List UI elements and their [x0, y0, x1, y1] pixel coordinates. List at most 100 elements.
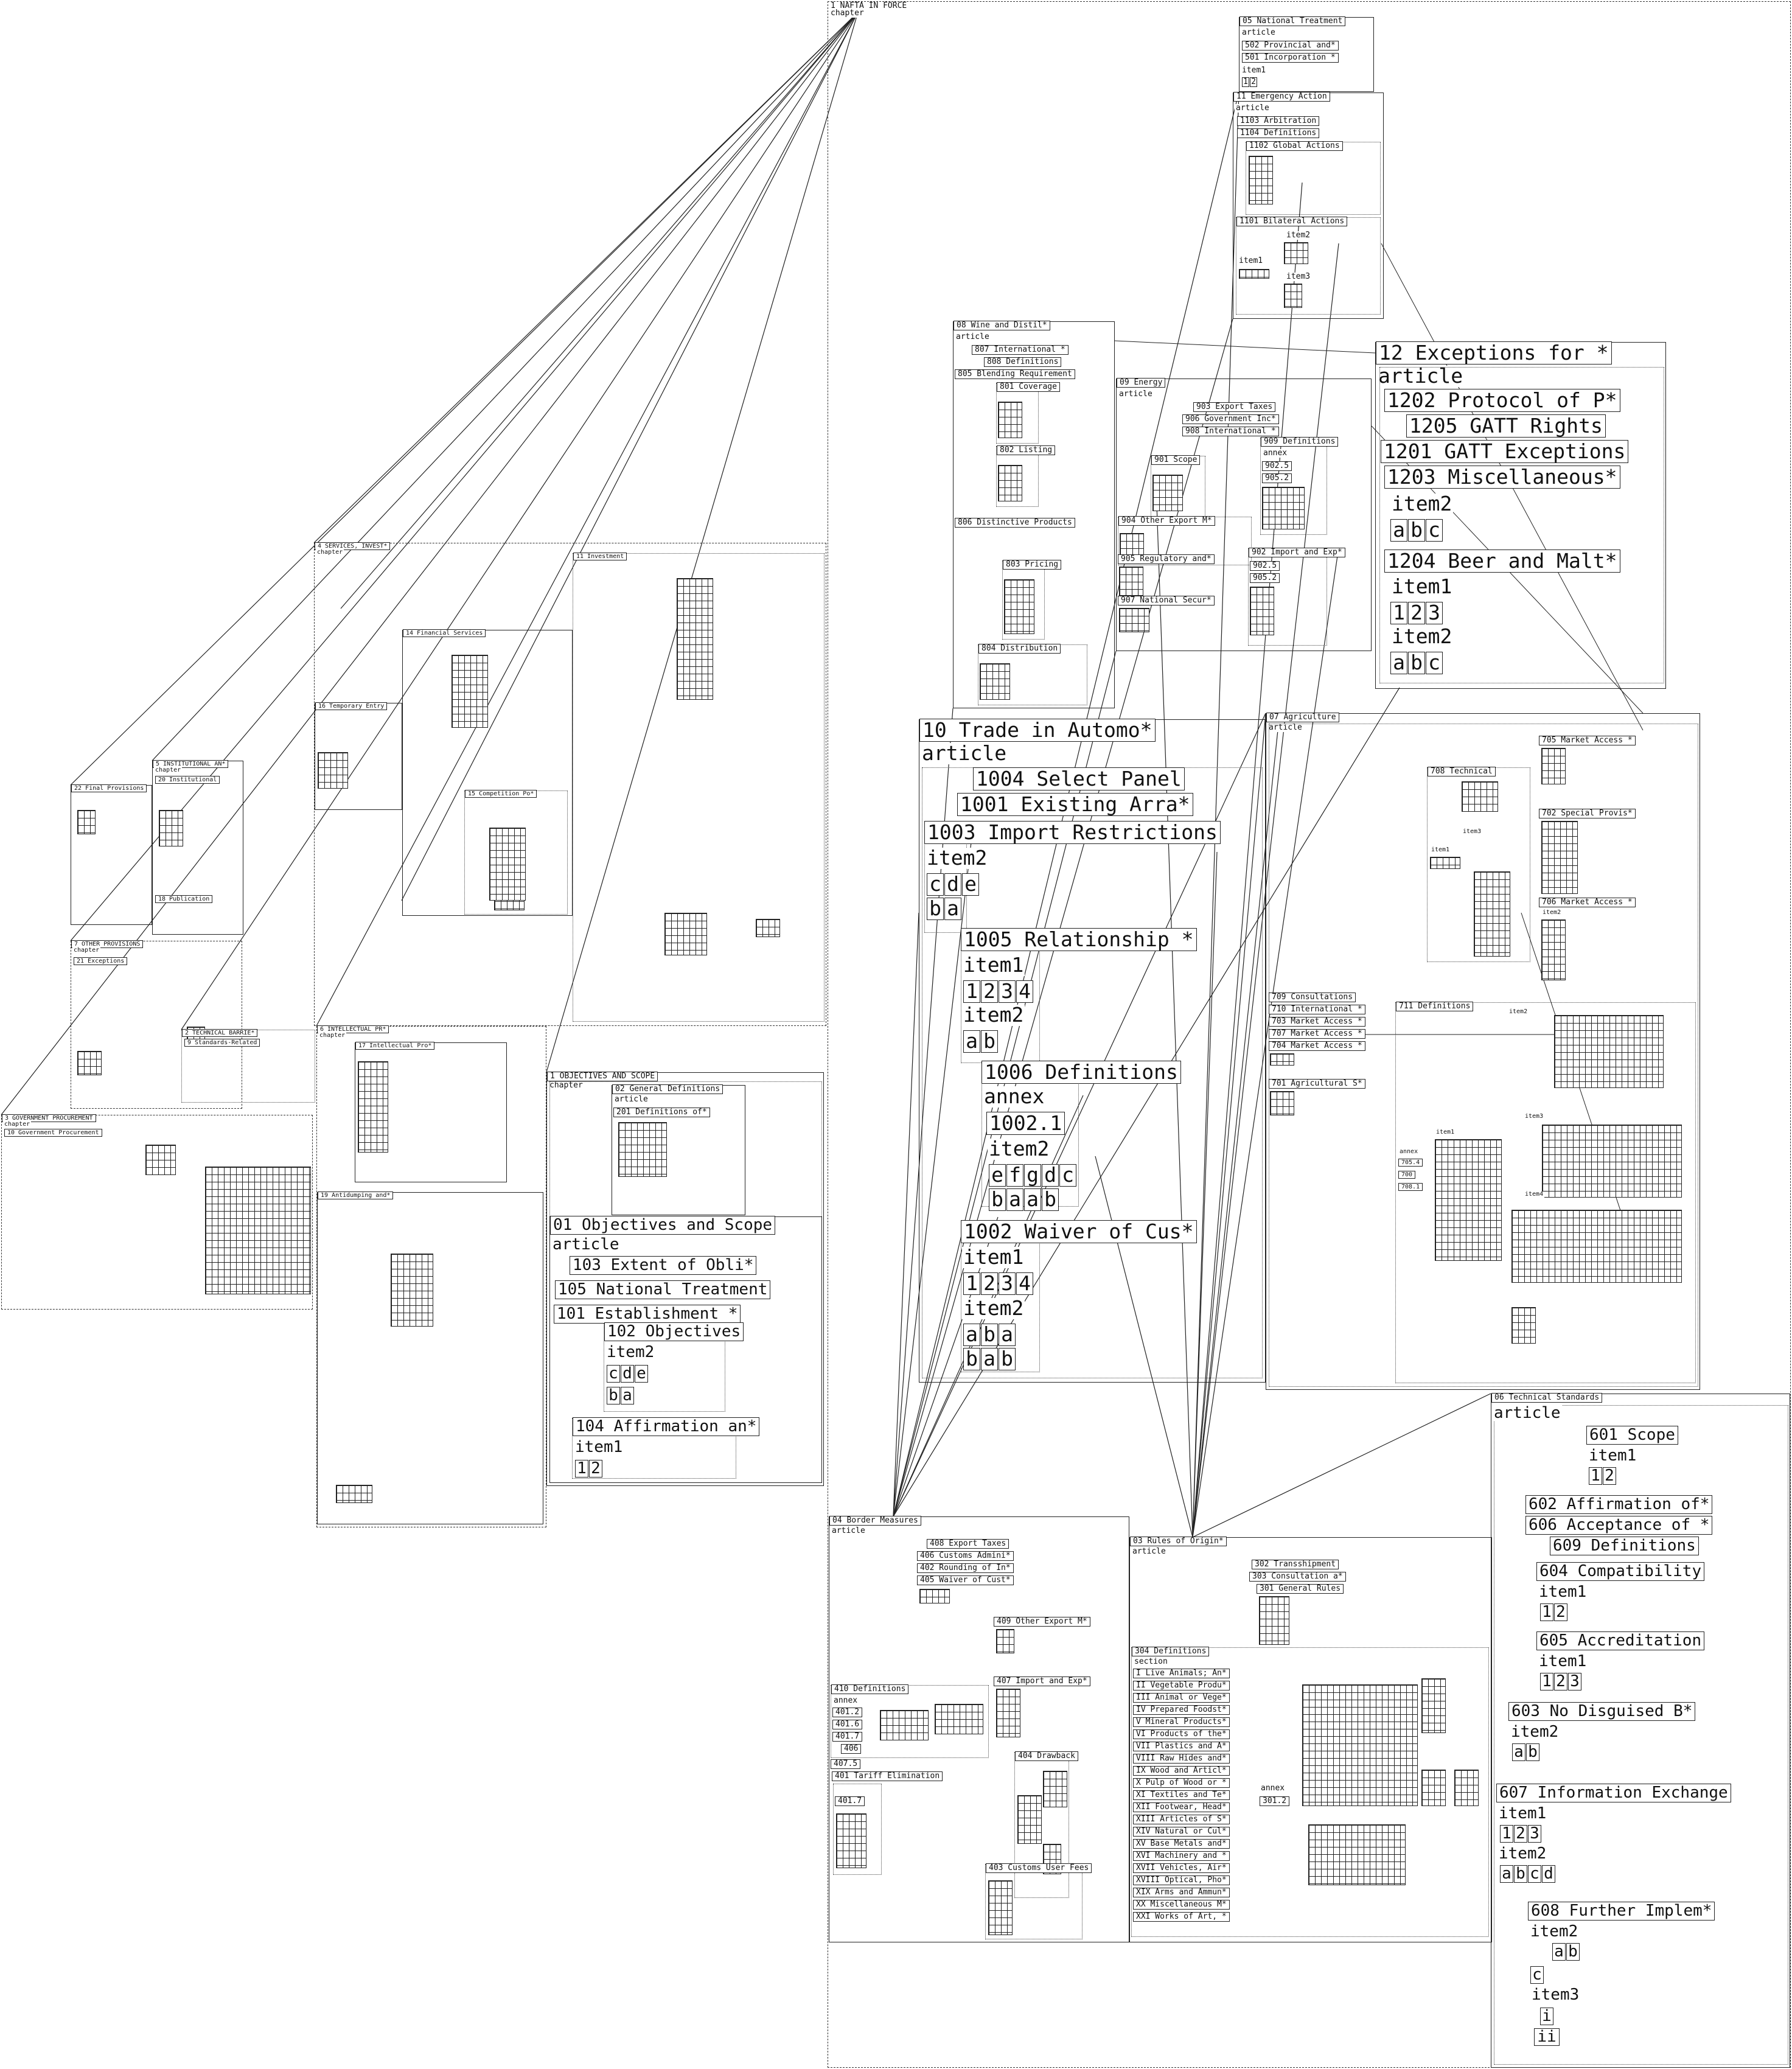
- objectives-scope-title: 01 Objectives and Scope: [550, 1216, 776, 1235]
- rules-section-item: XIII Articles of S*: [1133, 1815, 1230, 1825]
- chapter-automotive: 10 Trade in Automo* article 1004 Select …: [919, 719, 1266, 1383]
- chapter-national-treatment: 05 National Treatment article 502 Provin…: [1239, 16, 1374, 92]
- wine-801-grid: [998, 402, 1022, 438]
- chapter-energy: 09 Energy article 903 Export Taxes 906 G…: [1116, 378, 1372, 651]
- emergency-item1-grid: [1239, 269, 1269, 279]
- rules-304-item3-grid: [1421, 1678, 1446, 1733]
- wine-item-803: 803 Pricing: [1003, 560, 1062, 570]
- emergency-1102-box: 1102 Global Actions: [1246, 141, 1381, 215]
- ipr-title: 6 INTELLECTUAL PR*: [317, 1025, 389, 1033]
- national-treatment-sub: article: [1241, 28, 1277, 37]
- energy-907-grid: [1119, 608, 1149, 632]
- border-410-grid-a: [880, 1710, 929, 1740]
- rules-section-item: IX Wood and Articl*: [1133, 1766, 1230, 1776]
- technical-608-cells-ii: ii: [1534, 2028, 1560, 2046]
- energy-904-grid: [1120, 533, 1144, 557]
- energy-item-908: 908 International *: [1182, 427, 1279, 437]
- general-definitions-box: 02 General Definitions article 201 Defin…: [612, 1084, 745, 1215]
- general-defs-grid: [618, 1122, 667, 1177]
- agri-704-grid: [1270, 1053, 1294, 1066]
- emergency-1102-grid: [1249, 156, 1273, 204]
- border-item-402: 402 Rounding of In*: [917, 1563, 1014, 1574]
- dispute-part-0: 20 Institutional: [155, 776, 220, 784]
- services-part-2-grid-a: [677, 578, 713, 700]
- agri-711-item2-grid: [1554, 1015, 1664, 1088]
- rules-section-item: XVII Vehicles, Air*: [1133, 1863, 1230, 1874]
- emergency-item-1102: 1102 Global Actions: [1246, 141, 1343, 152]
- border-annex-val-1: 401.6: [832, 1720, 863, 1730]
- ipr-part-1-grid-a: [391, 1254, 433, 1327]
- border-410-grid-b: [935, 1704, 983, 1734]
- services-part-investment: 11 Investment: [573, 553, 825, 1022]
- wine-item-805: 805 Blending Requirement: [955, 369, 1075, 380]
- wine-title: 08 Wine and Distil*: [954, 321, 1050, 331]
- chapter-government-procurement: 3 GOVERNMENT PROCUREMENT chapter 10 Gove…: [1, 1114, 313, 1310]
- energy-item-909: 909 Definitions: [1261, 437, 1339, 447]
- rules-item-304: 304 Definitions: [1132, 1647, 1210, 1657]
- services-part-1: 14 Financial Services: [403, 629, 486, 637]
- nt-item-label: item1: [1241, 66, 1267, 75]
- rules-section-item: XIV Natural or Cul*: [1133, 1827, 1230, 1837]
- objectives-104-item1-label: item1: [574, 1438, 624, 1456]
- technical-item-606: 606 Acceptance of *: [1525, 1516, 1713, 1535]
- ipr-part-0-grid: [358, 1061, 388, 1153]
- emergency-item-1101: 1101 Bilateral Actions: [1236, 217, 1348, 227]
- emergency-title: 11 Emergency Action: [1233, 92, 1330, 102]
- border-item-405: 405 Waiver of Cust*: [917, 1575, 1014, 1586]
- other-sub: chapter: [72, 947, 101, 954]
- government-title: 3 GOVERNMENT PROCUREMENT: [2, 1114, 96, 1122]
- energy-905-grid: [1119, 567, 1143, 596]
- auto-1005-item2-label: item2: [962, 1003, 1025, 1027]
- energy-901-box: 901 Scope: [1151, 455, 1205, 517]
- exceptions-sub: article: [1377, 364, 1465, 388]
- border-annex-val-401-7: 401.7: [835, 1796, 865, 1807]
- chapter-agriculture: 07 Agriculture article 705 Market Access…: [1266, 713, 1700, 1390]
- wine-item-801: 801 Coverage: [997, 382, 1060, 393]
- emergency-item3-grid: [1284, 284, 1302, 308]
- technical-item-605: 605 Accreditation: [1536, 1631, 1705, 1650]
- rules-304-box: 304 Definitions section I Live Animals; …: [1131, 1647, 1489, 1937]
- rules-section-label: section: [1133, 1657, 1169, 1666]
- services-part-temporary: 16 Temporary Entry: [315, 702, 402, 810]
- energy-item-907: 907 National Secur*: [1118, 596, 1215, 606]
- emergency-1101-box: 1101 Bilateral Actions item1 item2 item3: [1236, 217, 1381, 315]
- chapter-final: 22 Final Provisions: [71, 784, 152, 925]
- wine-item-806: 806 Distinctive Products: [955, 518, 1075, 528]
- auto-1002-item2-label: item2: [962, 1296, 1025, 1320]
- technical-item-608: 608 Further Implem*: [1528, 1902, 1715, 1921]
- wine-801-box: 801 Coverage: [996, 382, 1060, 444]
- agri-item-709: 709 Consultations: [1269, 993, 1356, 1003]
- agri-item-701: 701 Agricultural S*: [1269, 1079, 1365, 1089]
- auto-1003-item2-label: item2: [926, 846, 989, 870]
- agriculture-article-frame: [1269, 724, 1698, 1387]
- agri-708-box: 708 Technical item1 item3: [1427, 767, 1530, 962]
- border-403-grid: [988, 1880, 1013, 1935]
- rules-section-item: VII Plastics and A*: [1133, 1742, 1230, 1752]
- agri-711-box: 711 Definitions annex 705.4 700 708.1 it…: [1395, 1002, 1696, 1383]
- technical-title: 06 Technical Standards: [1491, 1393, 1603, 1403]
- wine-804-grid: [980, 663, 1010, 700]
- exceptions-item-1203: 1203 Miscellaneous*: [1384, 466, 1620, 489]
- energy-909-box: 909 Definitions annex 902.5 905.2: [1260, 437, 1339, 535]
- technical-item-607: 607 Information Exchange: [1496, 1784, 1731, 1802]
- technical-608-cells-i: i: [1540, 2008, 1554, 2026]
- wine-802-box: 802 Listing: [996, 445, 1056, 507]
- chapter-wine: 08 Wine and Distil* article 807 Internat…: [953, 321, 1115, 708]
- general-defs-sub: article: [613, 1095, 649, 1104]
- emergency-item-1103: 1103 Arbitration: [1237, 116, 1320, 127]
- ipr-sub: chapter: [318, 1032, 347, 1039]
- agri-annex-val-1: 700: [1398, 1171, 1416, 1179]
- root-title: 1 NAFTA IN FORCE: [829, 1, 908, 10]
- agri-711-item1-grid: [1435, 1139, 1502, 1261]
- exceptions-title: 12 Exceptions for *: [1376, 341, 1612, 365]
- exceptions-item-1202: 1202 Protocol of P*: [1384, 389, 1620, 413]
- agri-item-703: 703 Market Access *: [1269, 1017, 1365, 1027]
